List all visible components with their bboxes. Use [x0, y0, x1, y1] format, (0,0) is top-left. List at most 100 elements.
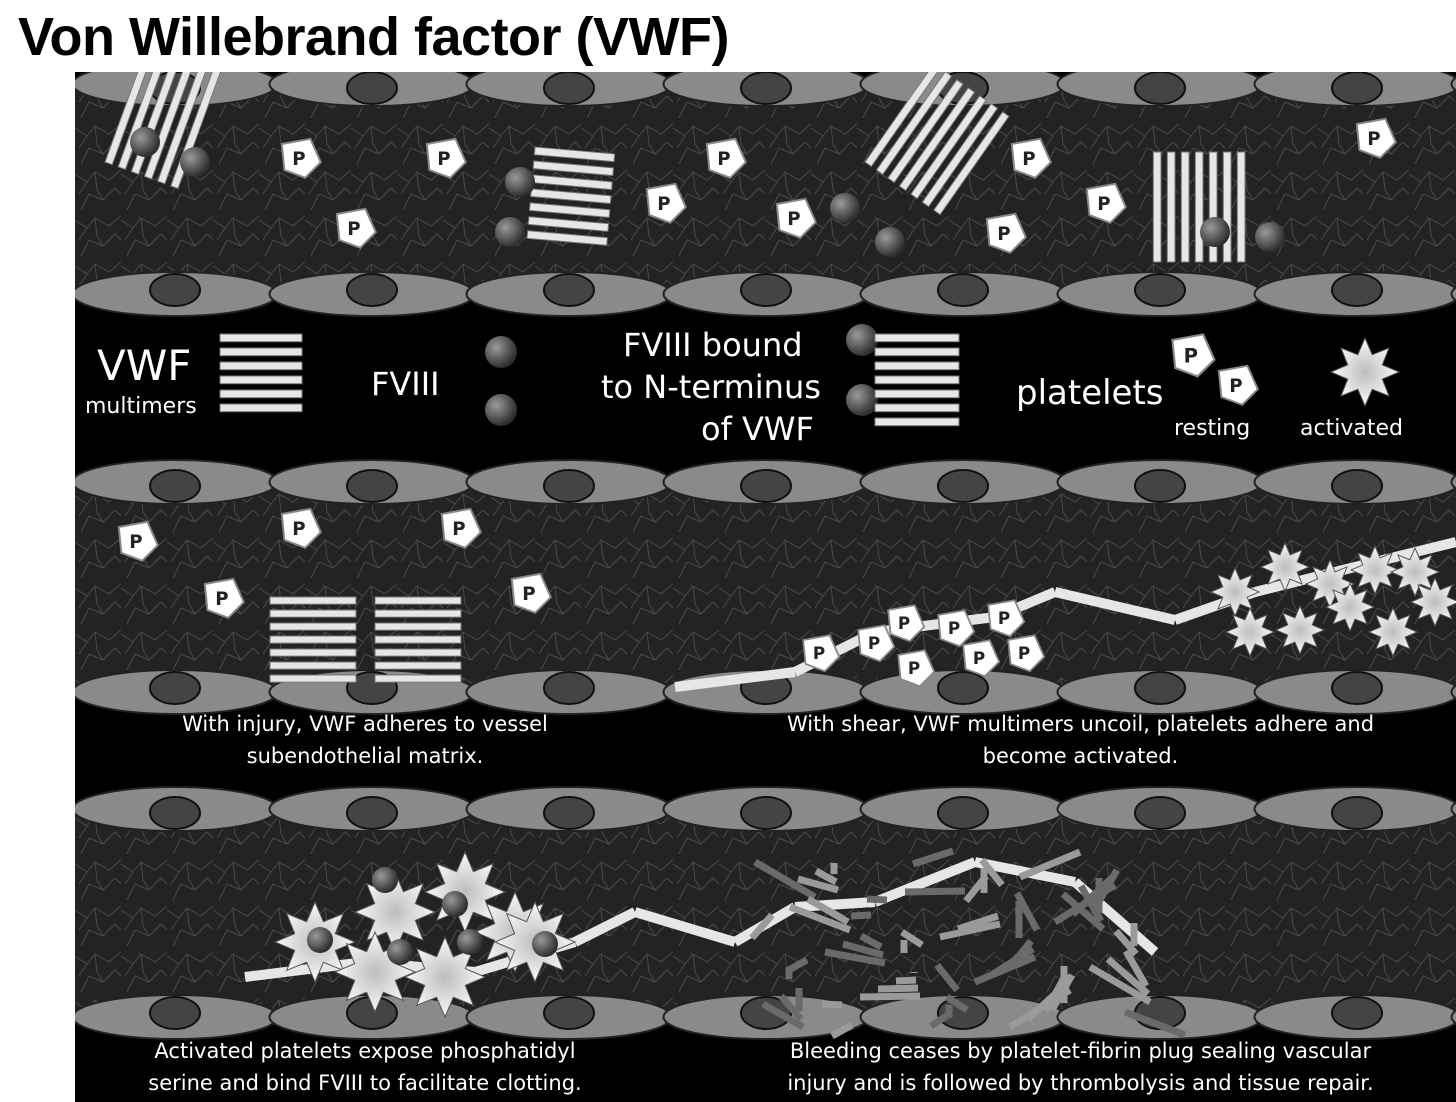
platelet-label: P: [868, 633, 880, 653]
uncoiled-strand: [1053, 587, 1177, 625]
resting-platelet-icon: P: [510, 572, 552, 614]
platelet-body: [705, 137, 747, 179]
vwf-strand: [874, 417, 960, 427]
vwf-strand: [1222, 151, 1232, 263]
activated-platelet-icon: [1324, 581, 1376, 633]
fibrin-strand: [761, 1000, 805, 1031]
vwf-strand: [374, 674, 462, 683]
fibrin-strand: [1113, 928, 1139, 957]
fibrin-strand: [753, 858, 817, 901]
vwf-strand: [374, 635, 462, 644]
platelet-body: [802, 634, 841, 673]
fviii-icon: [875, 227, 905, 257]
fviii-icon: [442, 891, 468, 917]
cell-nucleus: [1331, 72, 1383, 105]
platelet-body: [887, 604, 926, 643]
resting-platelet-icon: P: [987, 599, 1026, 638]
cell-nucleus: [1331, 671, 1383, 705]
activated-platelet-icon: [1209, 566, 1261, 618]
vwf-multimer-coiled: [526, 146, 616, 246]
cell-nucleus: [740, 72, 792, 105]
platelet-body: [335, 207, 377, 249]
platelet-body: [425, 137, 467, 179]
uncoiled-strand: [794, 897, 876, 912]
vwf-strand: [1194, 151, 1204, 263]
vwf-strand: [269, 661, 357, 670]
vwf-multimer-adhered: [269, 596, 357, 683]
cell-nucleus: [543, 671, 595, 705]
vessel-panel-bottom-matrix: [75, 809, 1456, 1017]
caption-injury-line2: subendothelial matrix.: [246, 744, 484, 768]
activated-platelet-icon: [1349, 544, 1401, 596]
cell-nucleus: [937, 796, 989, 830]
platelet-body: [937, 609, 976, 648]
fibrin-strand: [821, 1000, 843, 1009]
caption-bleeding: Bleeding ceases by platelet-fibrin plug …: [705, 1035, 1456, 1099]
vwf-strand: [887, 79, 964, 184]
platelet-label: P: [215, 589, 228, 610]
cell-nucleus: [740, 796, 792, 830]
legend-platelets-label: platelets: [1016, 373, 1164, 413]
endothelial-cell: [1450, 286, 1456, 302]
platelet-body: [510, 572, 552, 614]
vwf-strand: [874, 347, 960, 357]
resting-platelet-icon: P: [117, 520, 159, 562]
fibrin-strand: [806, 895, 850, 926]
cell-nucleus: [543, 996, 595, 1030]
vwf-strand: [528, 202, 611, 218]
platelet-body: [117, 520, 159, 562]
fviii-icon: [372, 867, 398, 893]
vwf-strand: [910, 95, 987, 200]
fibrin-strand: [1105, 956, 1151, 997]
platelet-body: [1355, 117, 1397, 159]
platelet-body: [985, 212, 1027, 254]
fibrin-strand: [939, 920, 1001, 941]
caption-shear-line1: With shear, VWF multimers uncoil, platel…: [786, 712, 1375, 736]
fibrin-strand: [973, 953, 1037, 986]
uncoiled-strand: [1253, 557, 1377, 597]
vwf-strand: [874, 361, 960, 371]
platelet-body: [987, 599, 1026, 638]
fibrin-strand: [842, 940, 884, 959]
vwf-strand: [269, 596, 357, 605]
vwf-strand: [269, 648, 357, 657]
uncoiled-strand: [244, 957, 366, 982]
cell-nucleus: [1331, 996, 1383, 1030]
endothelial-cell: [1450, 684, 1456, 700]
fviii-icon: [485, 394, 517, 426]
cell-nucleus: [149, 273, 201, 307]
vwf-strand: [269, 635, 357, 644]
vwf-strand: [219, 333, 303, 343]
cell-nucleus: [1134, 469, 1186, 503]
vwf-strand: [1166, 151, 1176, 263]
vwf-strand: [156, 72, 210, 185]
vwf-strand: [374, 661, 462, 670]
platelet-body: [1085, 182, 1127, 224]
endothelial-cell: [1450, 801, 1456, 817]
fibrin-strand: [1123, 1008, 1187, 1039]
caption-shear-line2: become activated.: [982, 744, 1179, 768]
fibrin-strand: [979, 857, 1005, 888]
resting-platelet-icon: P: [775, 197, 817, 239]
resting-platelet-icon: P: [1355, 117, 1397, 159]
fibrin-strand: [824, 948, 886, 967]
platelet-body: [962, 639, 1001, 678]
activated-platelet-icon: [1367, 606, 1419, 658]
platelet-label: P: [437, 149, 450, 170]
cell-nucleus: [1331, 469, 1383, 503]
resting-platelet-icon: P: [985, 212, 1027, 254]
fibrin-strand: [1060, 891, 1106, 932]
fibrin-strand: [1122, 949, 1150, 988]
fibrin-strand: [1018, 848, 1082, 881]
vwf-strand: [874, 389, 960, 399]
vwf-strand: [898, 87, 976, 192]
resting-platelet-icon: P: [937, 609, 976, 648]
fibrin-strand: [778, 993, 804, 1022]
fibrin-strand: [1008, 987, 1072, 1030]
fviii-icon: [532, 931, 558, 957]
resting-platelet-icon: P: [897, 649, 936, 688]
caption-injury-line1: With injury, VWF adheres to vessel: [182, 712, 548, 736]
vwf-strand: [921, 103, 999, 208]
vessel-panel-bottom: [75, 786, 1456, 1040]
